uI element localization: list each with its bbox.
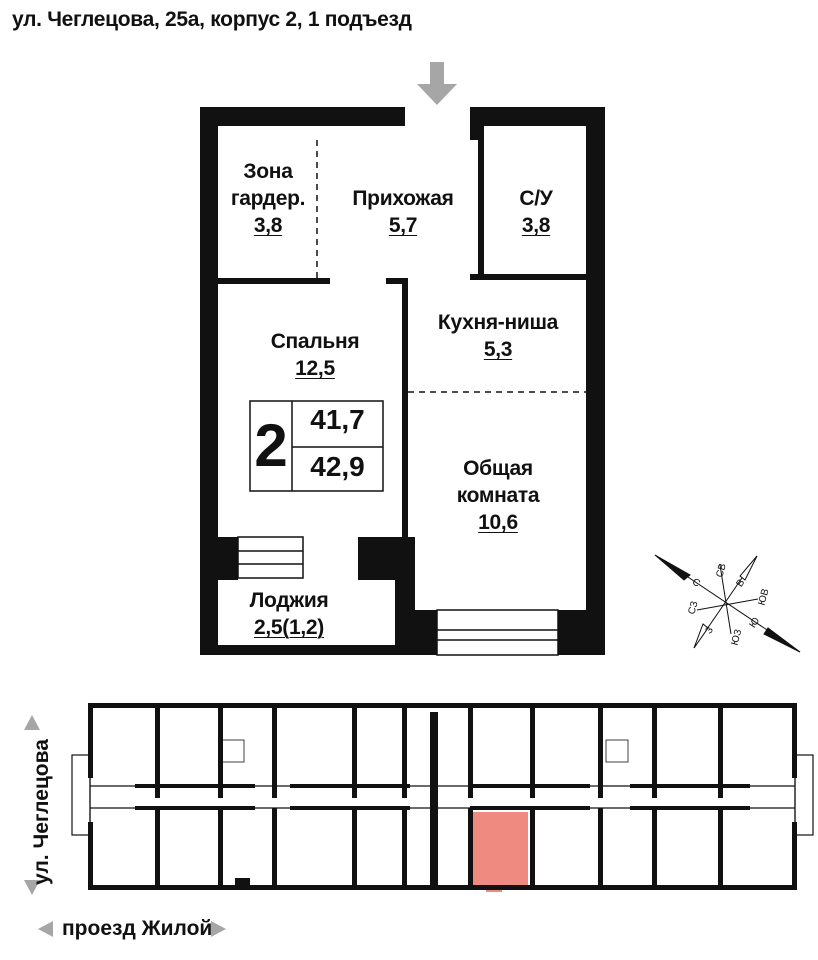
address-title: ул. Чеглецова, 25а, корпус 2, 1 подъезд xyxy=(12,8,412,31)
compass-ne: СВ xyxy=(715,562,729,579)
area-summary-box xyxy=(249,400,384,492)
room-area: 12,5 xyxy=(295,357,335,380)
building-overview xyxy=(24,703,814,937)
windows xyxy=(237,536,559,656)
compass-rose-icon xyxy=(654,554,801,653)
room-name: комната xyxy=(456,484,540,507)
room-area: 10,6 xyxy=(478,511,518,534)
zone-dividers xyxy=(316,140,586,393)
street-v-up-arrow-icon xyxy=(24,715,40,730)
room-area: 2,5(1,2) xyxy=(254,616,324,639)
entrance-arrow-icon xyxy=(417,62,457,105)
total-area: 42,9 xyxy=(310,451,365,482)
room-name: Кухня-ниша xyxy=(437,311,559,334)
room-loggia: Лоджия 2,5(1,2) xyxy=(220,587,358,641)
compass-sw: ЮЗ xyxy=(730,628,745,646)
rooms-count: 2 xyxy=(254,412,288,479)
room-name: Лоджия xyxy=(249,589,329,612)
room-name: Общая xyxy=(463,457,533,480)
room-bedroom: Спальня 12,5 xyxy=(230,328,400,382)
room-bathroom: С/У 3,8 xyxy=(488,185,584,239)
room-kitchen: Кухня-ниша 5,3 xyxy=(410,309,586,363)
compass-se: ЮВ xyxy=(757,587,772,606)
room-wardrobe: Зона гардер. 3,8 xyxy=(222,158,314,239)
street-label-vertical: ул. Чеглецова xyxy=(30,739,53,885)
room-name: Зона xyxy=(243,160,293,183)
compass-nw: СЗ xyxy=(687,600,701,616)
room-name: С/У xyxy=(519,187,553,210)
room-area: 3,8 xyxy=(521,214,551,237)
street-label-horizontal: проезд Жилой xyxy=(62,917,213,940)
living-area: 41,7 xyxy=(310,404,365,435)
apartment-walls xyxy=(200,107,605,655)
room-area: 5,7 xyxy=(388,214,418,237)
room-name: гардер. xyxy=(230,187,306,210)
room-hall: Прихожая 5,7 xyxy=(330,185,476,239)
room-living: Общая комната 10,6 xyxy=(420,455,576,536)
compass-e: В xyxy=(734,577,747,589)
room-name: Спальня xyxy=(270,330,360,353)
compass-w: З xyxy=(703,625,716,636)
room-name: Прихожая xyxy=(352,187,454,210)
street-h-right-arrow-icon xyxy=(211,921,226,937)
compass-n: С xyxy=(690,576,702,589)
room-area: 3,8 xyxy=(253,214,283,237)
street-h-left-arrow-icon xyxy=(38,921,53,937)
street-v-down-arrow-icon xyxy=(24,880,40,895)
room-area: 5,3 xyxy=(483,338,513,361)
